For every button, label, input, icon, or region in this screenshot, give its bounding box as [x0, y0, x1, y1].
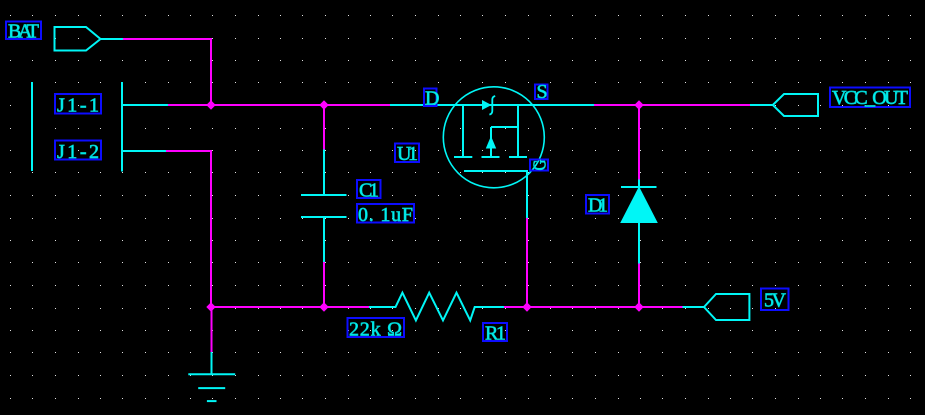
svg-text:0. 1uF: 0. 1uF — [358, 204, 413, 226]
svg-text:S: S — [537, 81, 548, 103]
svg-text:C1: C1 — [359, 180, 379, 202]
svg-text:VCC_OUT: VCC_OUT — [832, 87, 908, 109]
svg-text:R1: R1 — [485, 323, 506, 345]
svg-text:U1: U1 — [397, 143, 418, 165]
svg-text:D: D — [425, 88, 439, 110]
svg-text:5V: 5V — [764, 290, 787, 312]
svg-text:22k Ω: 22k Ω — [349, 319, 402, 341]
svg-text:G: G — [530, 160, 550, 171]
svg-text:BAT: BAT — [8, 21, 39, 43]
svg-text:D1: D1 — [588, 195, 608, 217]
